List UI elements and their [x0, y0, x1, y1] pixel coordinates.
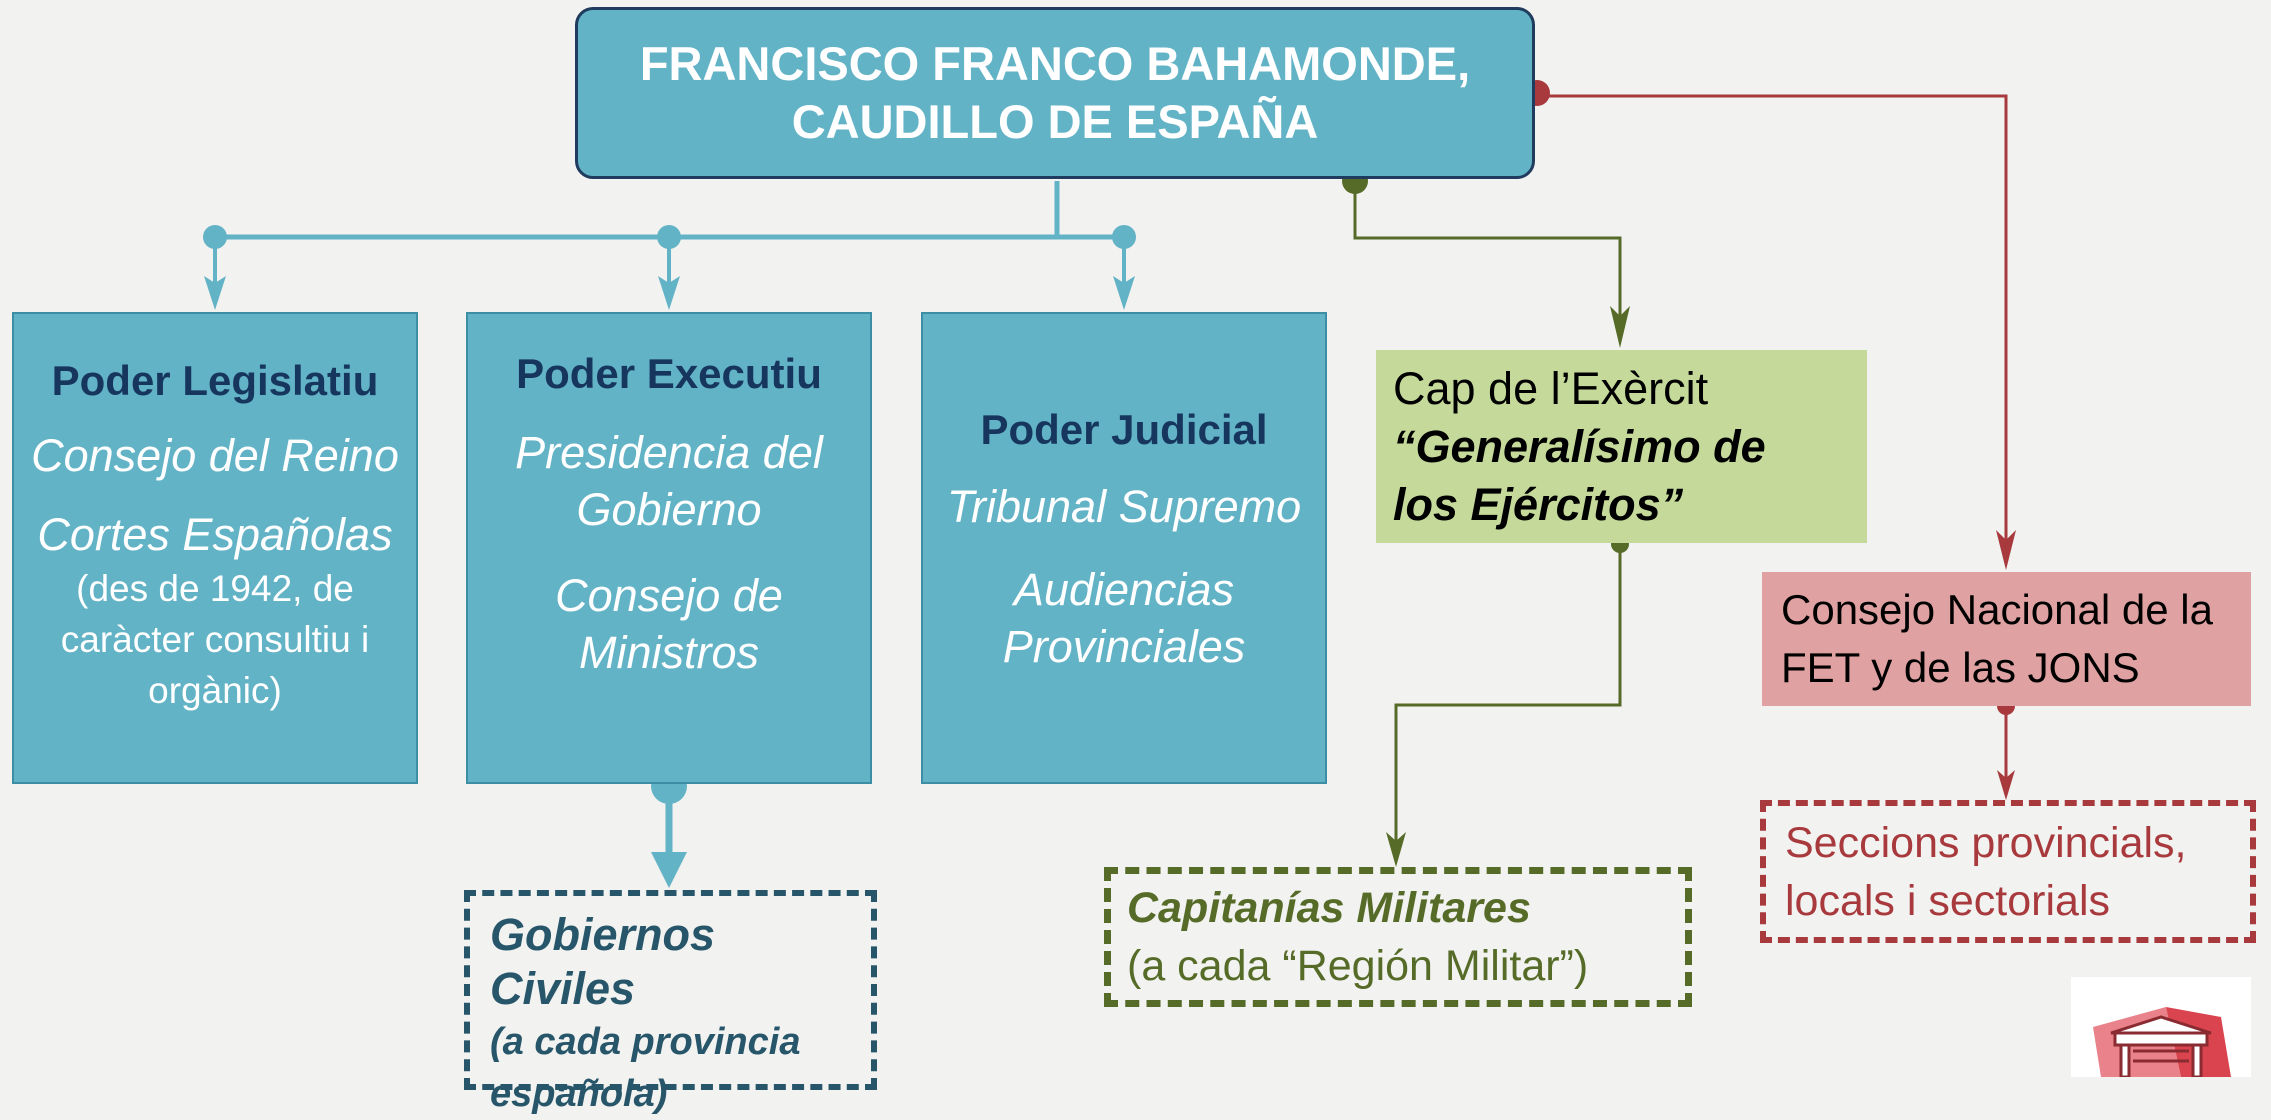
executive-item-2: Consejo de Ministros — [555, 570, 783, 678]
title-to-consejo-line — [1537, 94, 2008, 545]
executive-heading: Poder Executiu — [516, 350, 822, 397]
title-to-army-line — [1353, 181, 1622, 320]
legislative-item-2: Cortes Españolas — [37, 509, 393, 560]
capitanias-line-1: Capitanías Militares — [1127, 884, 1531, 932]
judicial-heading: Poder Judicial — [980, 406, 1268, 453]
arrowhead-gobiernos — [651, 852, 687, 888]
secciones-text: Seccions provincials, locals i sectorial… — [1785, 818, 2187, 925]
title-box: FRANCISCO FRANCO BAHAMONDE, CAUDILLO DE … — [575, 7, 1535, 179]
arrowhead-secciones — [1997, 770, 2015, 800]
arrowhead-executive — [658, 276, 680, 310]
gobiernos-line-1: Gobiernos Civiles — [490, 909, 716, 1014]
army-line-1: Cap de l’Exèrcit — [1393, 362, 1709, 414]
judicial-item-2: Audiencias Provinciales — [1002, 564, 1246, 672]
consejo-nacional-box: Consejo Nacional de la FET y de las JONS — [1762, 572, 2251, 706]
consejo-nacional-text: Consejo Nacional de la FET y de las JONS — [1781, 586, 2213, 691]
gobiernos-line-2: (a cada provincia española) — [490, 1021, 801, 1115]
capitanias-box: Capitanías Militares (a cada “Región Mil… — [1104, 867, 1692, 1007]
arrowhead-army — [1610, 306, 1630, 348]
gobiernos-civiles-box: Gobiernos Civiles (a cada provincia espa… — [464, 890, 877, 1115]
legislative-note: (des de 1942, de caràcter consultiu i or… — [60, 568, 370, 711]
pavilion-logo-icon — [2071, 977, 2251, 1077]
arrowhead-consejo — [1996, 530, 2016, 570]
executive-power-box: Poder Executiu Presidencia del Gobierno … — [466, 312, 872, 784]
title-line-1: FRANCISCO FRANCO BAHAMONDE, — [639, 37, 1471, 90]
executive-item-1: Presidencia del Gobierno — [515, 427, 823, 535]
judicial-power-box: Poder Judicial Tribunal Supremo Audienci… — [921, 312, 1327, 784]
legislative-power-box: Poder Legislatiu Consejo del Reino Corte… — [12, 312, 418, 784]
corner-logo-image — [2071, 977, 2251, 1077]
arrowhead-judicial — [1113, 276, 1135, 310]
legislative-heading: Poder Legislatiu — [51, 357, 379, 404]
arrowhead-capitanias — [1386, 832, 1406, 867]
title-line-2: CAUDILLO DE ESPAÑA — [791, 95, 1319, 148]
legislative-item-1: Consejo del Reino — [31, 430, 399, 481]
arrowhead-legislative — [204, 276, 226, 310]
judicial-item-1: Tribunal Supremo — [946, 481, 1302, 532]
capitanias-line-2: (a cada “Región Militar”) — [1127, 942, 1589, 990]
secciones-box: Seccions provincials, locals i sectorial… — [1760, 800, 2256, 943]
army-line-2: “Generalísimo de los Ejércitos” — [1393, 420, 1766, 530]
army-box: Cap de l’Exèrcit “Generalísimo de los Ej… — [1376, 350, 1867, 543]
army-to-capitanias-line — [1394, 544, 1622, 845]
